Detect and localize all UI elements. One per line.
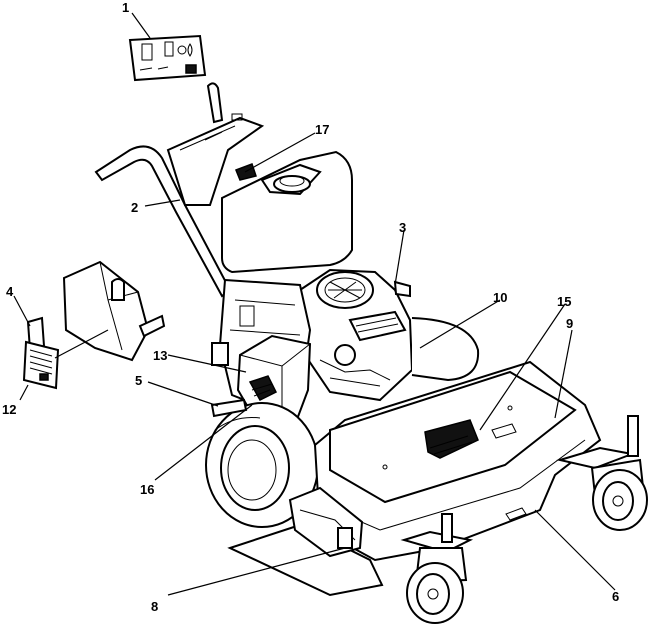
rear-wheel	[205, 402, 319, 528]
mower-deck	[313, 360, 602, 562]
front-caster-right	[556, 415, 648, 531]
callout-8: 8	[151, 599, 158, 614]
callout-13: 13	[153, 348, 167, 363]
discharge-chute	[227, 486, 384, 597]
callout-3: 3	[399, 220, 406, 235]
callout-10: 10	[493, 290, 507, 305]
callout-9: 9	[566, 316, 573, 331]
loose-cover	[62, 260, 166, 362]
callout-12: 12	[2, 402, 16, 417]
decal-1	[128, 34, 207, 82]
fuel-tank	[221, 150, 353, 274]
callout-labels: 1 2 3 4 5 6 8 9 10 12 13 15 16 17	[2, 0, 619, 614]
belt-cover	[236, 334, 312, 424]
callout-6: 6	[612, 589, 619, 604]
leader-lines	[13, 12, 616, 596]
control-lever	[166, 82, 265, 206]
engine	[298, 268, 480, 402]
callout-17: 17	[315, 122, 329, 137]
handle-bar	[94, 145, 232, 298]
front-caster-left	[400, 513, 474, 624]
callout-4: 4	[6, 284, 14, 299]
decal-12	[22, 340, 60, 390]
callout-5: 5	[135, 373, 142, 388]
callout-2: 2	[131, 200, 138, 215]
callout-16: 16	[140, 482, 154, 497]
callout-15: 15	[557, 294, 571, 309]
callout-1: 1	[122, 0, 129, 15]
